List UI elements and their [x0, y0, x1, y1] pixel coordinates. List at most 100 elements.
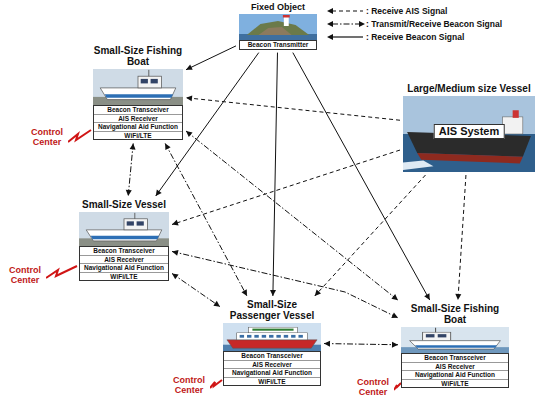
arrow-head: [359, 21, 365, 27]
signal-connector: [186, 131, 398, 300]
vessel-picture: [79, 212, 169, 246]
equipment-item: AIS Receiver: [224, 361, 320, 370]
arrow-head: [270, 290, 276, 296]
legend-text: : Receive AIS Signal: [366, 6, 447, 16]
picture-part: [100, 88, 176, 100]
picture-part: [283, 15, 290, 18]
legend-text: : Receive Beacon Signal: [366, 32, 464, 42]
signal-line: [172, 273, 220, 306]
picture-part: [423, 332, 451, 340]
equipment-item: AIS Receiver: [94, 115, 182, 124]
signal-line: [186, 46, 236, 70]
picture-part: [227, 340, 317, 348]
picture-part: [254, 335, 258, 338]
signal-connector: [172, 273, 220, 306]
picture-part: [93, 69, 183, 105]
arrow-head: [241, 289, 246, 296]
signal-connector: [186, 95, 400, 120]
vessel-node: Small-Size VesselBeacon TransceiverAIS R…: [78, 198, 170, 282]
legend-line: [332, 23, 360, 24]
picture-part: [247, 21, 309, 35]
legend-line-sample: [326, 32, 366, 42]
legend: : Receive AIS Signal: Transmit/Receive B…: [326, 4, 502, 43]
vessel-node: Fixed ObjectBeacon Transmitter: [238, 1, 318, 51]
equipment-item: Beacon Transceiver: [80, 247, 168, 256]
legend-line: [332, 10, 363, 11]
legend-row: : Receive Beacon Signal: [326, 30, 502, 43]
picture-part: [91, 236, 159, 239]
picture-part: [503, 117, 523, 134]
picture-part: [134, 213, 135, 219]
arrow-head: [315, 290, 321, 296]
arrow-head: [126, 190, 132, 196]
arrow-head: [424, 293, 430, 300]
picture-part: [276, 335, 280, 338]
equipment-item: Navigational Aid Function: [224, 369, 320, 378]
lightning-bolt: [394, 383, 401, 390]
picture-part: [105, 94, 173, 98]
picture-part: [401, 327, 509, 353]
signal-connector: [270, 53, 277, 296]
lightning-bolt: [210, 380, 222, 388]
picture-frame: [239, 14, 317, 40]
picture-part: [148, 70, 149, 76]
picture-part: [435, 328, 436, 333]
signal-connector: [165, 143, 247, 296]
node-title: Small-Size Vessel: [79, 199, 169, 210]
arrow-head: [213, 301, 220, 307]
picture-frame: [79, 212, 169, 246]
arrow-head: [172, 220, 179, 226]
equipment-box: Beacon TransceiverAIS ReceiverNavigation…: [401, 353, 509, 388]
arrow-head: [327, 8, 333, 14]
arrow-head: [186, 64, 193, 69]
picture-part: [240, 335, 244, 338]
picture-part: [124, 219, 147, 230]
control-center-label: Control Center: [4, 266, 46, 285]
vessel-picture: [239, 14, 317, 40]
picture-frame: [401, 327, 509, 353]
arrow-head: [327, 34, 333, 40]
signal-connector: [324, 341, 398, 348]
node-title: Small-Size Fishing Boat: [401, 303, 509, 325]
arrow-head: [130, 143, 136, 149]
equipment-box: Beacon TransceiverAIS ReceiverNavigation…: [79, 246, 169, 281]
picture-part: [247, 335, 251, 338]
arrow-head: [172, 250, 179, 256]
node-title: Large/Medium size Vessel: [403, 83, 535, 94]
arrow-head: [172, 273, 179, 279]
vessel-node: Large/Medium size VesselAIS System: [402, 82, 536, 173]
picture-part: [403, 161, 433, 171]
signal-line: [165, 143, 247, 296]
vessel-node: Small-Size Passenger VesselBeacon Transc…: [222, 298, 322, 387]
legend-line: [332, 36, 363, 37]
equipment-item: AIS Receiver: [80, 256, 168, 265]
equipment-item: AIS Receiver: [402, 363, 508, 372]
equipment-item: Navigational Aid Function: [80, 264, 168, 273]
control-center-label: Control Center: [352, 378, 394, 397]
picture-part: [127, 221, 134, 225]
equipment-item: Beacon Transceiver: [224, 352, 320, 361]
signal-line: [128, 143, 133, 196]
lightning-bolt: [68, 130, 91, 142]
vessel-picture: [93, 69, 183, 105]
equipment-item: Beacon Transmitter: [240, 41, 316, 49]
picture-part: [262, 335, 266, 338]
picture-part: [137, 221, 144, 225]
picture-part: [223, 323, 321, 351]
equipment-item: Navigational Aid Function: [94, 123, 182, 132]
picture-part: [237, 333, 308, 340]
picture-frame: AIS System: [403, 96, 535, 172]
picture-part: [138, 76, 161, 88]
picture-part: [79, 212, 169, 246]
picture-part: [438, 334, 447, 337]
picture-part: [259, 27, 292, 35]
arrow-head: [455, 294, 461, 300]
signal-connector: [126, 143, 136, 196]
signal-line: [458, 175, 466, 300]
equipment-item: WiFi/LTE: [402, 380, 508, 388]
signal-line: [324, 344, 398, 345]
vessel-node: Small-Size Fishing BoatBeacon Transceive…: [92, 44, 184, 141]
signal-line: [273, 53, 278, 296]
control-center-label: Control Center: [26, 128, 68, 147]
